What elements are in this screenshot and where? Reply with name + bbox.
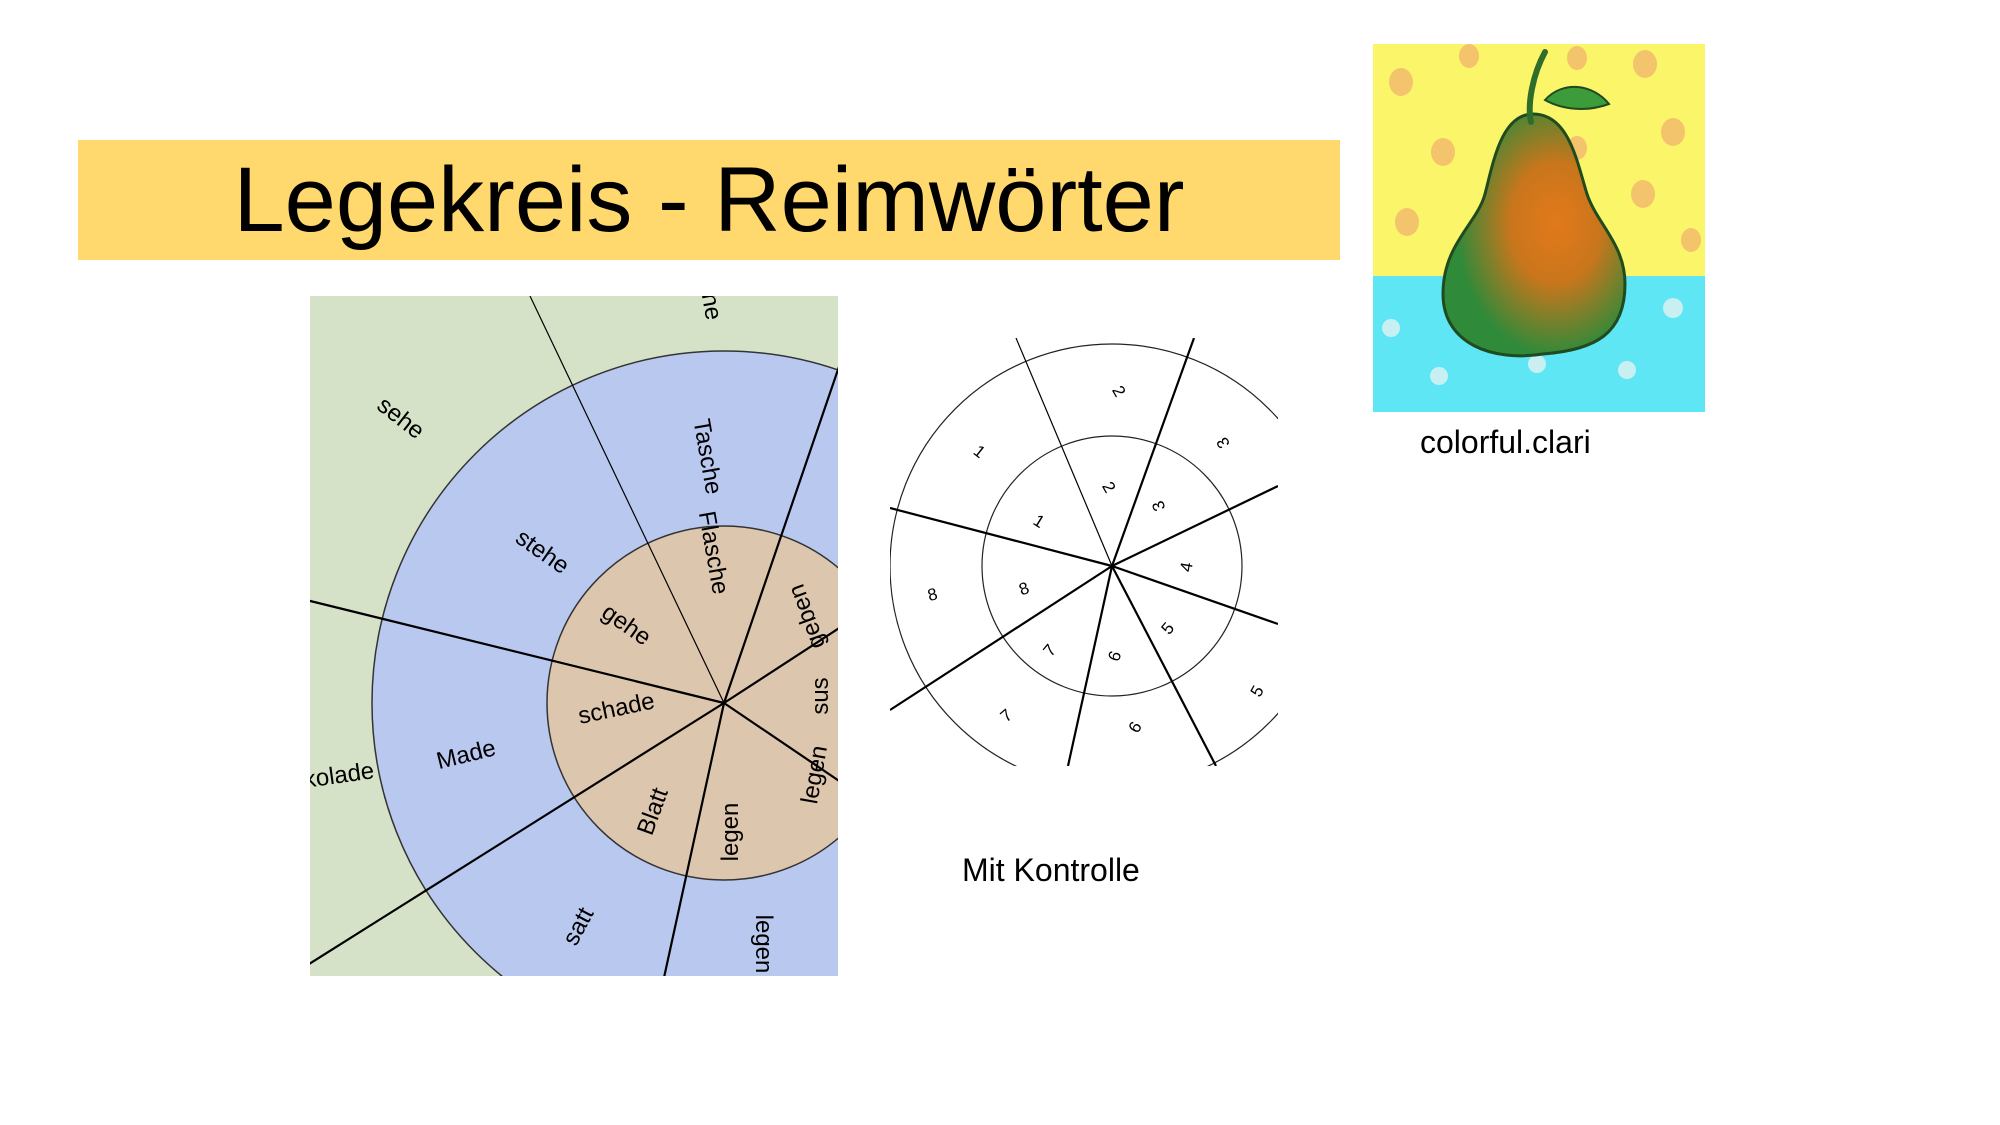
control-number: 1 bbox=[1030, 511, 1048, 532]
control-number: 6 bbox=[1104, 648, 1125, 663]
inner-ring bbox=[546, 525, 838, 881]
rhyme-wheel-image: Flasche geben sus legen legen Blatt scha… bbox=[310, 296, 838, 976]
rhyme-wheel: Flasche geben sus legen legen Blatt scha… bbox=[310, 296, 838, 976]
pear-caption: colorful.clari bbox=[1420, 424, 1591, 460]
control-number: 2 bbox=[1108, 382, 1129, 400]
control-number: 6 bbox=[1125, 718, 1146, 736]
control-wheel: 1 2 3 4 5 6 7 8 1 2 3 5 6 7 8 bbox=[890, 338, 1278, 766]
control-number: 7 bbox=[997, 705, 1016, 726]
control-number: 1 bbox=[970, 441, 989, 462]
control-number: 3 bbox=[1148, 498, 1169, 513]
control-number: 4 bbox=[1176, 561, 1196, 574]
control-number: 2 bbox=[1098, 478, 1119, 496]
control-wheel-image: 1 2 3 4 5 6 7 8 1 2 3 5 6 7 8 bbox=[890, 338, 1278, 766]
control-number: 7 bbox=[1039, 641, 1060, 660]
control-wheel-caption: Mit Kontrolle bbox=[962, 852, 1140, 888]
control-number: 8 bbox=[1016, 578, 1031, 599]
slide-title: Legekreis - Reimwörter bbox=[233, 149, 1185, 251]
title-banner bbox=[78, 140, 1340, 260]
wheel-word: legen bbox=[750, 915, 777, 974]
wheel-word: sus bbox=[807, 677, 834, 714]
control-number: 8 bbox=[926, 584, 940, 605]
control-number: 5 bbox=[1247, 682, 1268, 700]
pear-picture bbox=[1373, 44, 1705, 412]
wheel-spokes bbox=[310, 366, 838, 976]
control-number: 5 bbox=[1157, 619, 1178, 638]
wheel-word: legen bbox=[717, 803, 744, 862]
pear-illustration bbox=[1373, 44, 1705, 412]
control-number: 3 bbox=[1213, 434, 1234, 452]
